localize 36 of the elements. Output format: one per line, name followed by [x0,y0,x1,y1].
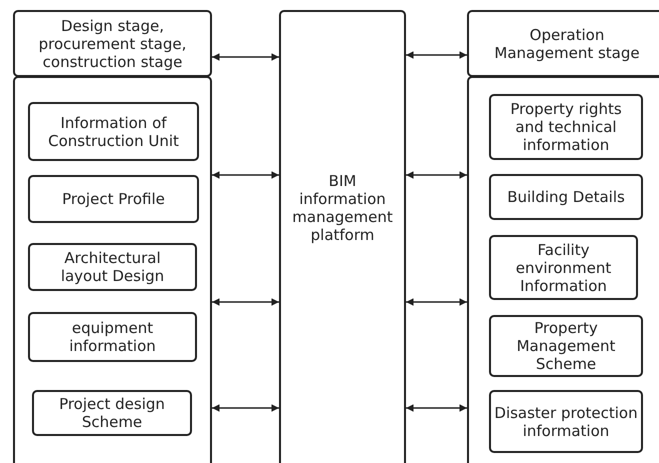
node-label: Property rights and technical information [509,100,623,154]
info-box [32,390,192,436]
node-label: Operation Management stage [493,26,641,62]
node-label: Project design Scheme [58,395,166,431]
stage-panel [467,76,659,463]
node-label: BIM information management platform [292,172,393,244]
node-label: Information of Construction Unit [47,114,180,150]
info-box [28,175,199,223]
info-box [28,102,199,161]
info-box [28,312,197,362]
node-label: Project Profile [62,190,165,208]
node-label: Facility environment Information [514,240,612,294]
info-box [489,94,643,160]
node-label: Building Details [507,188,625,206]
info-box [28,243,197,291]
info-box [489,315,643,377]
double-arrow [212,298,279,306]
double-arrow [212,404,279,412]
info-box [489,174,643,220]
node-label: equipment information [68,319,157,355]
double-arrow [406,171,467,179]
node-label: Architectural layout Design [60,249,166,285]
stage-header-box [467,10,659,77]
double-arrow [406,298,467,306]
double-arrow [212,53,279,61]
platform-box [279,10,406,463]
stage-header-box [13,10,212,77]
double-arrow [406,404,467,412]
node-label: Disaster protection information [493,404,639,440]
info-box [489,390,643,453]
double-arrow [212,171,279,179]
double-arrow [406,51,467,59]
info-box [489,235,638,300]
node-label: Design stage, procurement stage, construction stage [38,16,188,70]
stage-panel [13,76,212,463]
node-label: Property Management Scheme [516,319,616,373]
